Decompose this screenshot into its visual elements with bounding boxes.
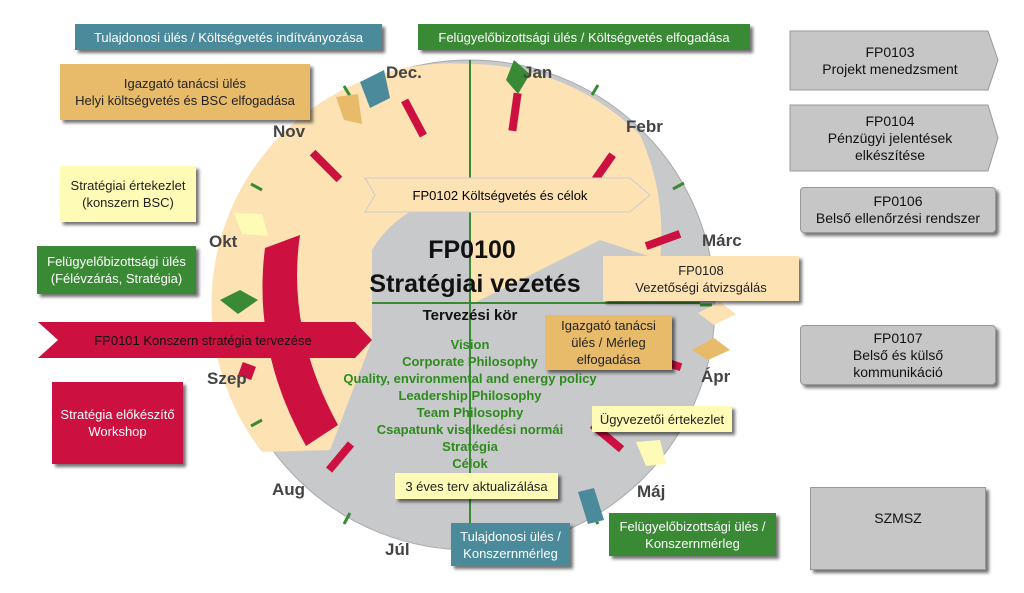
flag-okt-yellow — [234, 213, 268, 236]
value-goals: Célok — [452, 456, 488, 471]
event-felugyelo-felevzaras: Felügyelőbizottsági ülés (Félévzárás, St… — [37, 246, 196, 294]
value-quality-policy: Quality, environmental and energy policy — [343, 371, 597, 386]
side-fp0104: FP0104 Pénzügyi jelentések elkészítése — [827, 112, 953, 163]
value-behavior-norms: Csapatunk viselkedési normái — [376, 422, 564, 437]
event-strategiai-ertekezlet: Stratégiai értekezlet (konszern BSC) — [60, 166, 196, 222]
value-vision: Vision — [450, 337, 490, 352]
fp0108-label: Vezetőségi átvizsgálás — [635, 279, 767, 295]
side-fp0107: FP0107 Belső és külső kommunikáció — [800, 325, 996, 385]
side-fp0103: FP0103 Projekt menedzsment — [822, 44, 958, 77]
event-felugyelo-konszernmerleg: Felügyelőbizottsági ülés / Konszernmérle… — [609, 513, 776, 556]
fp0102-label: FP0102 Költségvetés és célok — [412, 187, 588, 203]
month-jan: Jan — [523, 63, 553, 82]
month-nov: Nov — [273, 122, 306, 141]
event-tulajdonosi-koltsegvetes: Tulajdonosi ülés / Költségvetés indítván… — [75, 24, 382, 50]
flag-jan-green — [506, 60, 530, 94]
month-dec: Dec. — [386, 63, 422, 82]
wheel-inner-hub — [372, 195, 640, 475]
event-igazgato-merleg: Igazgató tanácsi ülés / Mérleg elfogadás… — [545, 315, 672, 370]
fp0104-shape — [789, 104, 999, 172]
flag-apr-orange — [692, 338, 730, 360]
month-okt: Okt — [209, 232, 238, 251]
month-mar: Márc — [702, 231, 742, 250]
event-ugyvezetoi: Ügyvezetői értekezlet — [592, 406, 732, 432]
center-title: Stratégiai vezetés — [369, 270, 581, 298]
fp0102-arrow-shape — [364, 177, 651, 213]
value-team-philosophy: Team Philosophy — [416, 405, 524, 420]
value-strategy: Stratégia — [442, 439, 498, 454]
side-szmsz: SZMSZ — [810, 487, 986, 570]
flag-dec-teal — [360, 70, 390, 108]
value-leadership-philosophy: Leadership Philosophy — [398, 388, 542, 403]
flag-marc-cream — [698, 302, 736, 325]
event-strategia-workshop: Stratégia előkészítő Workshop — [52, 382, 183, 464]
month-feb: Febr — [626, 117, 663, 136]
fp0101-label: FP0101 Konszern stratégia tervezése — [94, 332, 312, 348]
event-felugyelo-koltsegvetes: Felügyelőbizottsági ülés / Költségvetés … — [418, 24, 750, 50]
month-apr: Ápr — [701, 367, 731, 386]
event-eves-terv: 3 éves terv aktualizálása — [395, 473, 558, 499]
fp0101-arrow-shape — [38, 322, 372, 358]
event-igazgato-helyi: Igazgató tanácsi ülés Helyi költségvetés… — [60, 64, 310, 120]
event-tulajdonosi-konszernmerleg: Tulajdonosi ülés / Konszernmérleg — [451, 523, 570, 566]
month-maj: Máj — [637, 482, 666, 501]
month-jul: Júl — [385, 540, 410, 559]
center-subtitle: Tervezési kör — [422, 307, 518, 324]
fp0103-shape — [789, 30, 999, 91]
side-fp0106: FP0106 Belső ellenőrzési rendszer — [800, 187, 996, 233]
flag-okt-green — [220, 290, 258, 314]
fp0108-code: FP0108 — [678, 262, 724, 278]
flag-dec-orange — [336, 94, 362, 124]
value-corporate-philosophy: Corporate Philosophy — [402, 354, 538, 369]
flag-maj-yellow — [636, 440, 666, 466]
month-szep: Szep — [207, 369, 247, 388]
flag-maj-teal — [578, 488, 604, 524]
month-aug: Aug — [272, 480, 306, 499]
center-code: FP0100 — [428, 236, 516, 264]
